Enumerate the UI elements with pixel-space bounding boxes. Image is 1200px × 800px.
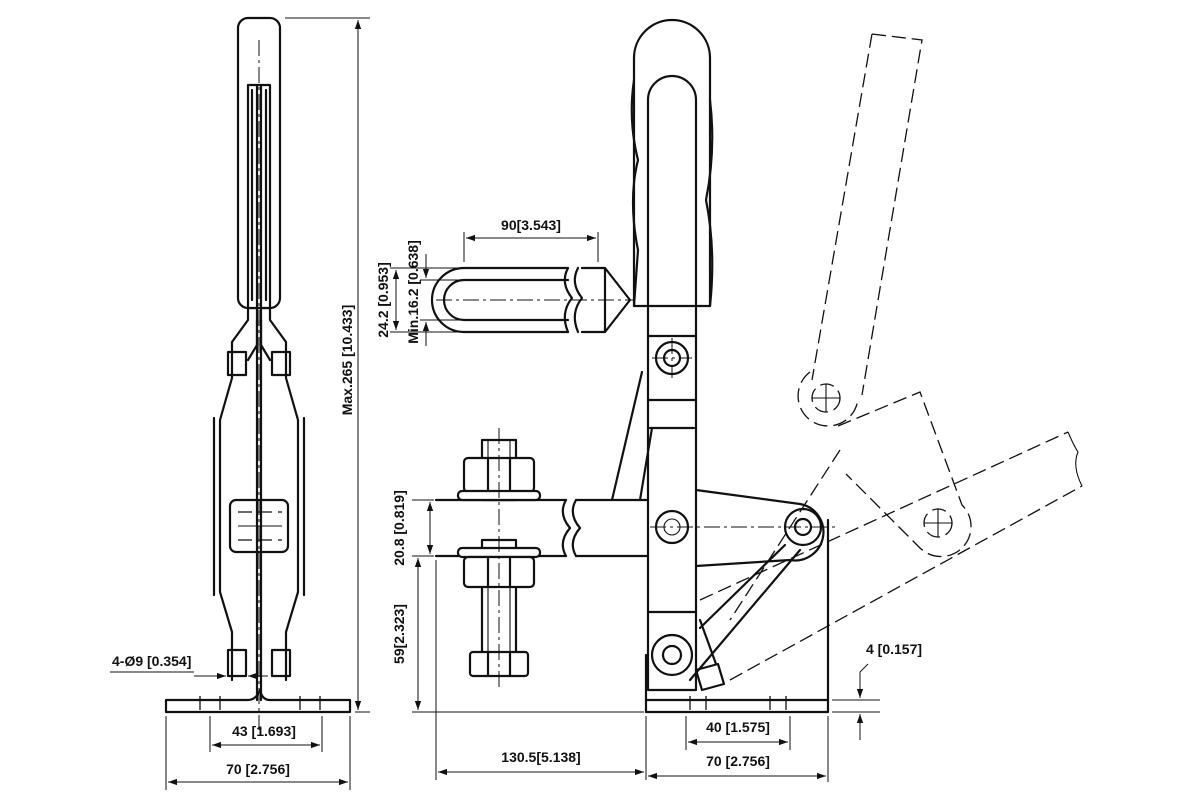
front-handle-bar	[646, 74, 698, 692]
front-view-dimensions: 20.8 [0.819] 59[2.323] 130.5[5.138] 40 […	[391, 490, 922, 782]
front-link	[694, 488, 825, 568]
front-view	[434, 18, 1083, 716]
dim-hole-spacing-front: 40 [1.575]	[706, 719, 770, 735]
dim-slot-inner: Min.16.2 [0.638]	[405, 240, 421, 344]
dim-width-overall: 70 [2.756]	[226, 761, 290, 777]
spindle-dimensions: 90[3.543] 24.2 [0.953] Min.16.2 [0.638]	[375, 217, 599, 346]
dim-hole-spec: 4-Ø9 [0.354]	[112, 653, 191, 669]
pivot-lower	[650, 633, 694, 677]
open-position-outline	[699, 33, 1083, 681]
dim-base-thickness: 4 [0.157]	[866, 641, 922, 657]
dim-reach: 130.5[5.138]	[501, 749, 580, 765]
dim-slot-outer: 24.2 [0.953]	[375, 262, 391, 338]
side-base	[164, 688, 352, 714]
dim-spindle-width: 90[3.543]	[501, 217, 561, 233]
dim-base-width-front: 70 [2.756]	[706, 753, 770, 769]
dim-hole-spacing-side: 43 [1.693]	[232, 723, 296, 739]
spindle-slot	[430, 266, 570, 334]
spindle-detail	[430, 266, 635, 334]
front-base	[644, 698, 830, 714]
dim-height-max: Max.265 [10.433]	[339, 305, 355, 416]
dim-spindle-height: 20.8 [0.819]	[391, 490, 407, 566]
side-view	[164, 16, 352, 730]
front-grip	[632, 18, 712, 308]
side-view-dimensions: Max.265 [10.433] 43 [1.693] 70 [2.756] 4…	[110, 17, 370, 790]
dim-base-to-spindle: 59[2.323]	[391, 604, 407, 664]
